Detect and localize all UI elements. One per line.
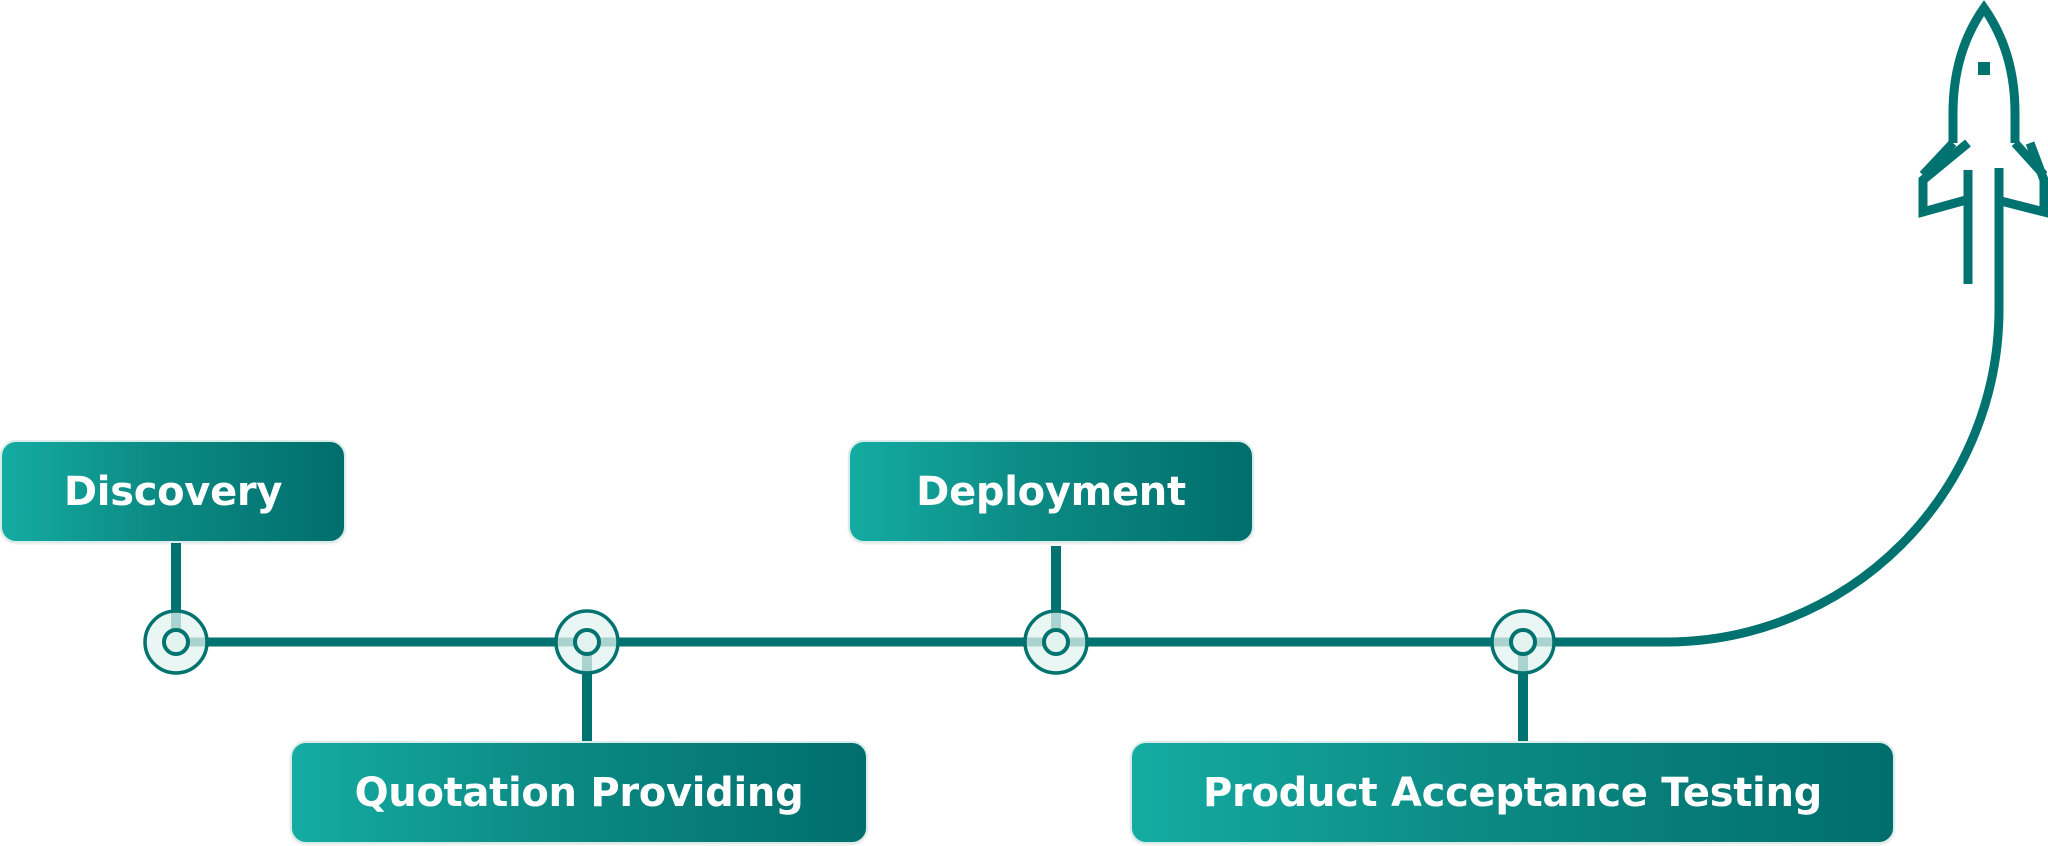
stage-label: Product Acceptance Testing (1203, 769, 1822, 816)
stage-box-discovery: Discovery (0, 440, 346, 543)
timeline-curve (1665, 305, 2004, 647)
milestone-node-icon (1490, 609, 1556, 675)
stage-label: Quotation Providing (354, 769, 804, 816)
rocket-icon (1918, 0, 2048, 310)
stage-box-product-acceptance-testing: Product Acceptance Testing (1130, 741, 1895, 844)
milestone-node-icon (143, 609, 209, 675)
milestone-node-icon (1023, 609, 1089, 675)
milestone-node-icon (554, 609, 620, 675)
stage-box-deployment: Deployment (848, 440, 1254, 543)
stage-label: Deployment (916, 468, 1186, 515)
stage-box-quotation: Quotation Providing (290, 741, 868, 844)
stage-label: Discovery (63, 468, 283, 515)
